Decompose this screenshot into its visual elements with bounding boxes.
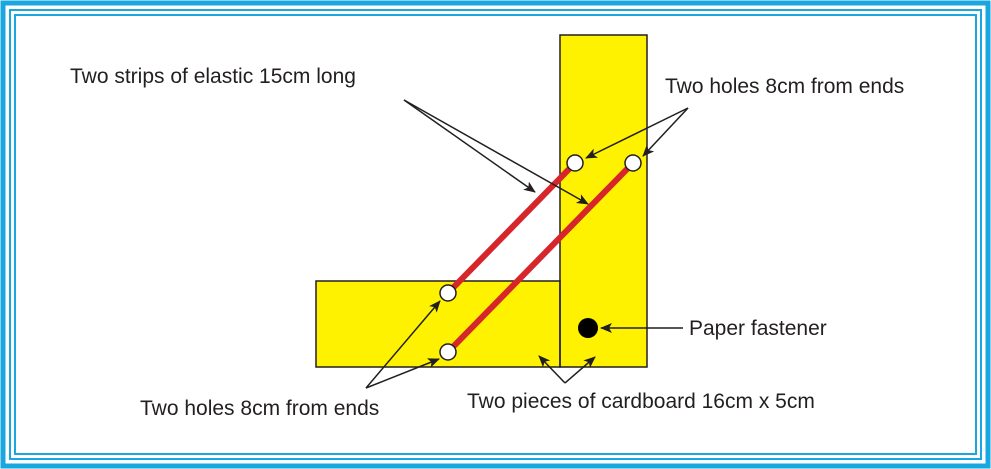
label-elastic: Two strips of elastic 15cm long <box>70 65 356 88</box>
hole-vertical-right <box>624 154 642 172</box>
arrow-cardboard-horizontal <box>538 355 566 384</box>
arrow-elastic-upper <box>403 99 536 193</box>
annotation-arrows <box>365 99 689 389</box>
label-holes-bottom: Two holes 8cm from ends <box>140 397 379 420</box>
label-fastener: Paper fastener <box>689 317 827 340</box>
label-cardboard: Two pieces of cardboard 16cm x 5cm <box>467 390 815 413</box>
frame-inner <box>14 14 977 455</box>
hole-horizontal-top <box>439 284 457 302</box>
arrow-cardboard-vertical <box>564 356 596 384</box>
arrow-hole-horizontal-top <box>365 300 441 389</box>
arrow-elastic-lower <box>403 99 589 205</box>
arrow-hole-horizontal-bottom <box>365 358 440 389</box>
cardboard-vertical <box>560 35 647 367</box>
hole-vertical-left <box>566 154 584 172</box>
elastic-strip-lower <box>445 160 636 355</box>
arrow-hole-vertical-left <box>585 107 689 159</box>
arrow-hole-vertical-right <box>642 107 689 157</box>
paper-fastener <box>578 318 598 338</box>
elastic-strip-upper <box>445 160 578 296</box>
label-holes-top: Two holes 8cm from ends <box>665 75 904 98</box>
hole-horizontal-bottom <box>439 343 457 361</box>
frame-middle <box>9 9 982 460</box>
cardboard-horizontal <box>316 281 560 367</box>
